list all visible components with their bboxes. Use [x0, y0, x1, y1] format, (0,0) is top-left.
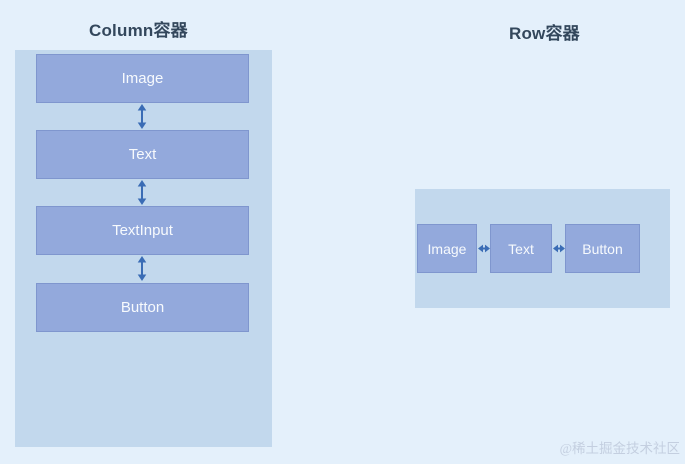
row-item-button: Button	[565, 224, 640, 273]
column-item-text: Text	[36, 130, 249, 179]
row-item-image: Image	[417, 224, 477, 273]
column-item-textinput: TextInput	[36, 206, 249, 255]
double-arrow-vertical-icon	[137, 180, 147, 205]
column-item-image: Image	[36, 54, 249, 103]
watermark-text: @稀土掘金技术社区	[559, 441, 680, 456]
double-arrow-horizontal-icon	[478, 244, 490, 253]
double-arrow-vertical-icon	[137, 104, 147, 129]
double-arrow-vertical-icon	[137, 256, 147, 281]
row-item-text: Text	[490, 224, 552, 273]
column-container-diagram: Image Text TextInput Button	[15, 50, 272, 447]
row-container-diagram: Image Text Button	[415, 189, 670, 308]
double-arrow-horizontal-icon	[553, 244, 565, 253]
row-container-title: Row容器	[509, 24, 580, 43]
column-container-title: Column容器	[89, 21, 188, 40]
column-item-button: Button	[36, 283, 249, 332]
